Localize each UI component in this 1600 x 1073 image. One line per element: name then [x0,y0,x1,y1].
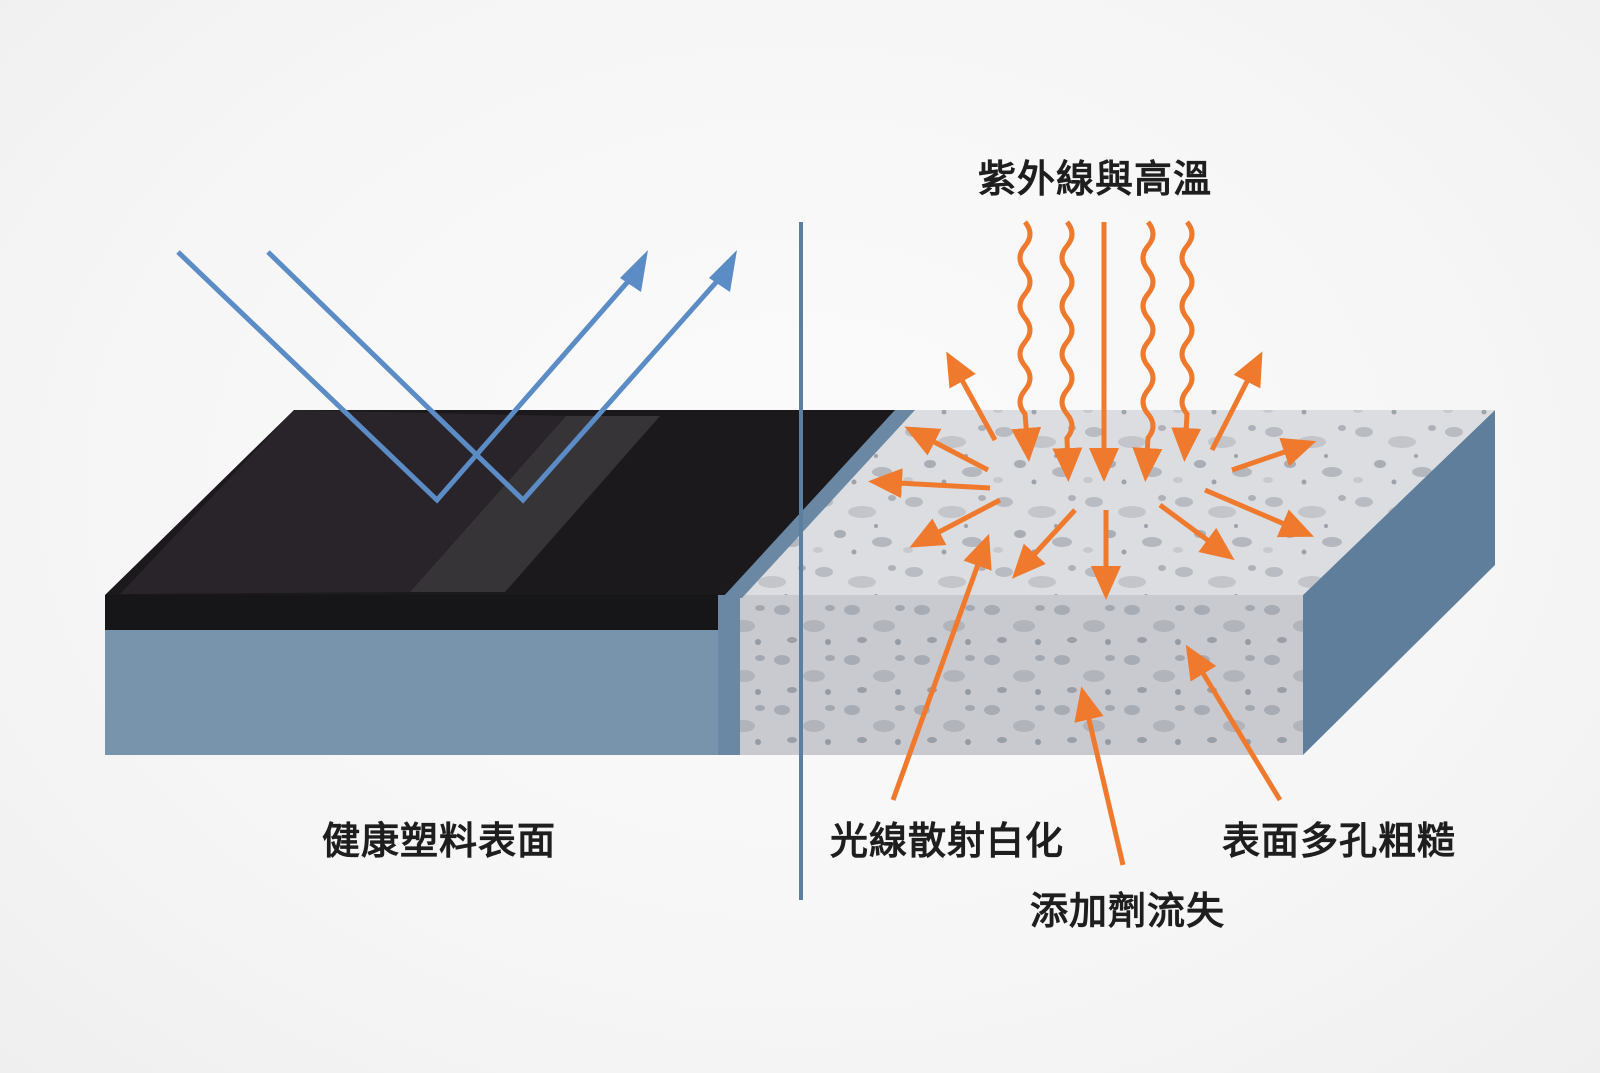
reflected-light-rays [176,250,737,504]
scatter-arrow-right-lower [1204,487,1315,538]
uv-wave-ray-1 [1011,220,1042,462]
degraded-block-front [740,595,1303,755]
callout-arrow-additive [1074,686,1126,866]
healthy-block-front [105,600,740,755]
scattered-light-arrows [868,351,1317,600]
uv-wave-ray-2 [1052,220,1083,482]
scatter-arrow-left-upper [904,426,990,473]
uv-heat-rays [1011,220,1202,482]
reflected-ray-2 [266,250,729,504]
scatter-arrow-up-left [946,351,998,442]
callout-arrow-rough [1185,644,1283,802]
scatter-arrow-down-left-2 [1011,508,1077,579]
healthy-plastic-block [105,410,910,755]
degraded-block-right-side [1303,410,1495,755]
scatter-arrow-left [868,468,991,499]
scatter-arrow-down-left [909,497,1002,548]
degraded-block-front-left-band [718,595,740,755]
callout-arrows [890,533,1283,866]
uv-wave-ray-4 [1171,220,1202,462]
light-scatter-label: 光線散射白化 [830,819,1065,863]
additive-loss-label: 添加劑流失 [1030,889,1226,933]
healthy-surface-reflection-band-soft [120,410,566,594]
healthy-surface-reflection-band [410,416,660,592]
callout-arrow-scatter [890,533,992,801]
reflected-ray-2-arrowhead [709,250,737,292]
scatter-arrow-right [1231,437,1317,473]
reflected-ray-1-arrowhead [620,250,648,292]
uv-heat-label: 紫外線與高溫 [978,157,1213,201]
healthy-surface-label: 健康塑料表面 [322,819,557,863]
surface-rough-label: 表面多孔粗糙 [1222,819,1457,863]
uv-wave-ray-3 [1132,220,1163,482]
degraded-block-left-edge [722,410,915,598]
scatter-arrow-down-right [1158,502,1235,561]
reflected-ray-1 [176,250,640,504]
scatter-arrow-up-right [1209,351,1263,452]
healthy-block-top-edge [105,595,740,630]
